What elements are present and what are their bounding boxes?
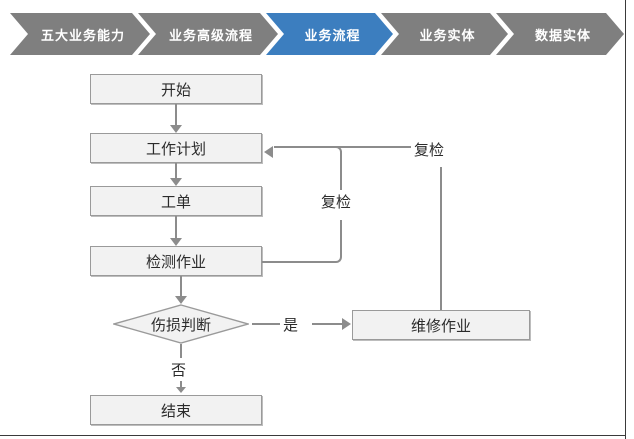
connector-inspection-recheck-elbow-top (326, 146, 342, 162)
breadcrumb-item-3[interactable]: 业务实体 (381, 13, 508, 55)
page-frame-right-rule (625, 0, 626, 439)
breadcrumb-item-1-label: 业务高级流程 (168, 28, 253, 44)
connector-inspection-recheck-elbow-bottom (326, 247, 342, 263)
connector-decision-to-end (180, 344, 182, 358)
edge-label-recheck-outer-text: 复检 (414, 141, 445, 159)
arrow-recheck-to-work-plan (264, 146, 273, 158)
breadcrumb-item-2-label: 业务流程 (304, 28, 361, 44)
connector-yes-to-repair (312, 323, 344, 325)
flow-node-end-label: 结束 (160, 401, 191, 420)
connector-no-label-to-end (180, 380, 182, 388)
arrow-start-to-work-plan (170, 125, 182, 133)
connector-work-plan-to-work-order (175, 163, 177, 179)
breadcrumb-item-0[interactable]: 五大业务能力 (10, 13, 150, 55)
connector-start-to-work-plan (175, 104, 177, 126)
breadcrumb-item-4-label: 数据实体 (534, 28, 591, 44)
flow-node-start[interactable]: 开始 (90, 74, 262, 104)
breadcrumb-item-2[interactable]: 业务流程 (266, 13, 393, 55)
breadcrumb-item-3-label: 业务实体 (419, 28, 476, 44)
flow-node-repair-task-label: 维修作业 (410, 316, 471, 335)
arrow-decision-to-repair (342, 318, 351, 330)
connector-work-order-to-inspection (175, 216, 177, 239)
connector-inspection-recheck-vertical-upper (340, 160, 342, 190)
arrow-inspection-to-decision (175, 296, 187, 304)
connector-inspection-recheck-vertical-lower (340, 220, 342, 248)
edge-label-yes: 是 (280, 313, 302, 336)
flow-node-work-plan-label: 工作计划 (145, 139, 206, 158)
diamond-shape (113, 304, 249, 344)
flow-node-damage-decision[interactable]: 伤损判断 (113, 304, 249, 344)
arrow-work-order-to-inspection (170, 238, 182, 246)
flow-node-work-plan[interactable]: 工作计划 (90, 133, 262, 163)
breadcrumb-item-4[interactable]: 数据实体 (496, 13, 624, 55)
flow-node-start-label: 开始 (160, 80, 191, 99)
connector-inspection-to-decision (180, 276, 182, 298)
flow-node-work-order[interactable]: 工单 (90, 186, 262, 216)
connector-decision-to-yes (252, 323, 280, 325)
edge-label-recheck-outer: 复检 (411, 138, 448, 161)
arrow-work-plan-to-work-order (170, 178, 182, 186)
edge-label-no-text: 否 (171, 361, 187, 379)
flow-node-work-order-label: 工单 (160, 192, 191, 211)
flow-node-repair-task[interactable]: 维修作业 (352, 310, 530, 340)
edge-label-recheck-inner-text: 复检 (321, 193, 352, 211)
breadcrumb-item-1[interactable]: 业务高级流程 (138, 13, 278, 55)
arrow-decision-to-end (176, 387, 186, 393)
flow-node-damage-decision-label: 伤损判断 (150, 315, 211, 334)
page-frame-bottom-rule (0, 435, 626, 436)
connector-inspection-recheck-horizontal (262, 261, 336, 263)
edge-label-recheck-inner: 复检 (318, 190, 355, 213)
breadcrumb: 五大业务能力 业务高级流程 业务流程 业务实体 数据实体 (10, 13, 624, 55)
connector-repair-recheck-vertical (440, 167, 442, 310)
edge-label-no: 否 (168, 358, 190, 381)
connector-repair-recheck-horizontal (274, 146, 442, 148)
flow-node-inspection-task[interactable]: 检测作业 (90, 246, 262, 276)
flow-node-inspection-task-label: 检测作业 (145, 252, 206, 271)
flow-node-end[interactable]: 结束 (90, 395, 262, 425)
edge-label-yes-text: 是 (283, 316, 299, 334)
breadcrumb-item-0-label: 五大业务能力 (40, 28, 125, 44)
